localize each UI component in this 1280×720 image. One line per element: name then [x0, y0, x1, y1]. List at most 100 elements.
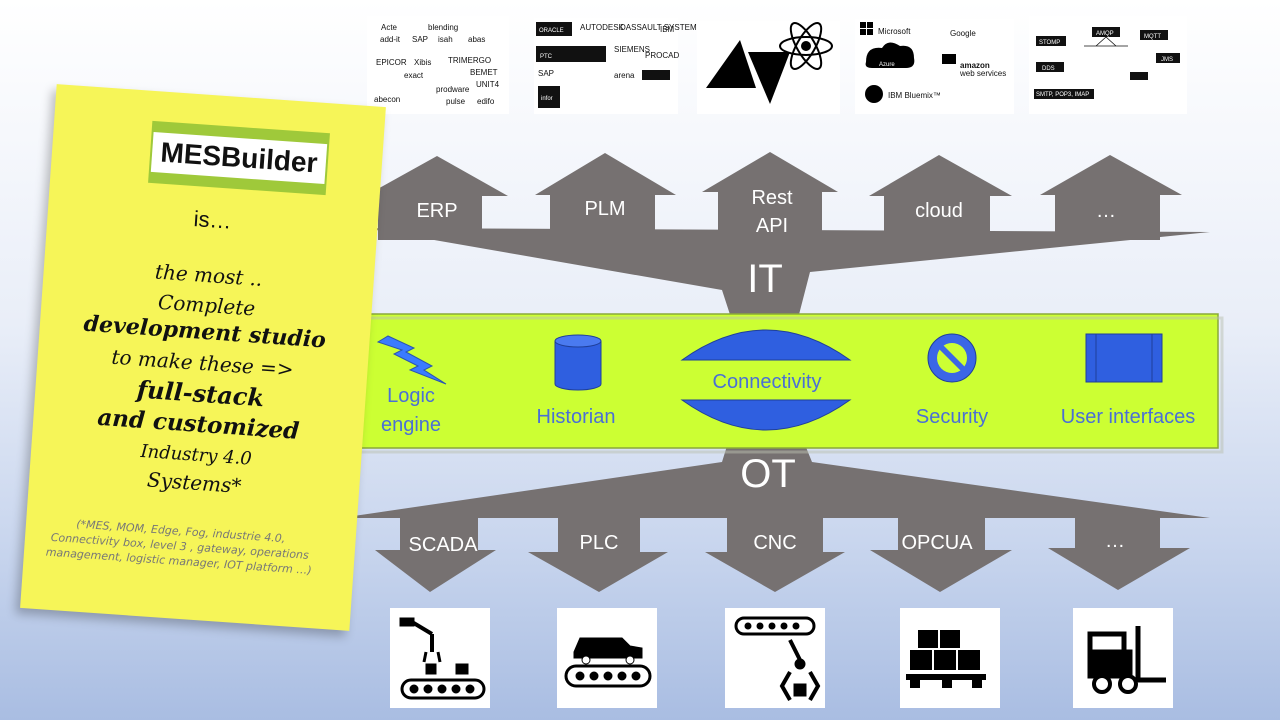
plm-oracle-box: [536, 22, 572, 36]
conveyor-gripper-icon: [734, 616, 821, 701]
cloud-logo-amazon: amazon: [960, 61, 990, 70]
arrow-down-opcua: [870, 516, 1012, 592]
device-car-tile: [557, 608, 657, 708]
arrow-label-cnc: CNC: [753, 532, 796, 554]
vue-icon: [748, 52, 790, 104]
arrow-label-erp: ERP: [416, 200, 457, 222]
ot-label: OT: [740, 452, 796, 496]
plm-logos-panel: ORACLE AUTODESK DASSAULT SYSTEMES IBM PT…: [534, 18, 707, 114]
sticky-note: MESBuilder is… the most .. Complete deve…: [20, 84, 386, 631]
mesbuilder-logo: MESBuilder: [148, 120, 330, 196]
device-robot-arm-tile: [390, 608, 490, 708]
erp-logo-prodware: prodware: [436, 85, 470, 94]
bluemix-icon: [865, 85, 883, 103]
connectivity-label: Connectivity: [713, 371, 822, 393]
erp-logo-bemet: BEMET: [470, 68, 498, 77]
plm-infor-box: [538, 86, 560, 108]
erp-logo-isah: isah: [438, 35, 453, 44]
erp-logo-abecon: abecon: [374, 95, 400, 104]
plm-logo-infor: infor: [541, 96, 553, 102]
arrow-label-plm: PLM: [584, 198, 625, 220]
note-footnote: (*MES, MOM, Edge, Fog, industrie 4.0, Co…: [45, 517, 313, 578]
arrow-label-scada: SCADA: [409, 534, 479, 556]
user-interfaces-label: User interfaces: [1061, 406, 1196, 428]
device-pallet-tile: [900, 608, 1000, 708]
arrow-label-plc: PLC: [580, 532, 619, 554]
brand-name: MESBuilder: [151, 132, 327, 185]
cloud-logo-bluemix: IBM Bluemix™: [888, 91, 941, 100]
arrow-up-erp: [365, 156, 508, 240]
cloud-logo-microsoft: Microsoft: [878, 27, 911, 36]
erp-logo-edifo: edifo: [477, 97, 495, 106]
window-icon: [1085, 333, 1163, 383]
ot-fan: [340, 420, 1210, 592]
arrow-up-rest: [702, 152, 838, 245]
arrow-label-rest-2: API: [756, 215, 788, 237]
no-entry-icon: [927, 333, 977, 383]
historian-label: Historian: [537, 406, 616, 428]
cloud-logo-google: Google: [950, 29, 976, 38]
note-is: is…: [192, 206, 233, 234]
plm-logo-siemens: SIEMENS: [614, 45, 650, 54]
plm-logo-autodesk: AUTODESK: [580, 23, 625, 32]
car-conveyor-icon: [564, 637, 652, 688]
erp-logo-unit4: UNIT4: [476, 80, 500, 89]
erp-logo-abas: abas: [468, 35, 485, 44]
plm-logo-black-bar: [642, 70, 670, 80]
plm-logo-arena: arena: [614, 71, 635, 80]
it-fan: [365, 152, 1210, 330]
rest-api-logos-panel: [697, 21, 840, 114]
angular-icon: [706, 40, 756, 88]
arrow-label-more-ot: …: [1105, 530, 1125, 552]
react-icon: [779, 22, 833, 70]
arrow-label-more-it: …: [1096, 200, 1116, 222]
erp-logo-epicor: EPICOR: [376, 58, 407, 67]
erp-logo-acte: Acte: [381, 23, 398, 32]
protocol-mqtt: MQTT: [1144, 34, 1161, 40]
cloud-logos-panel: Microsoft Google Azure amazon web servic…: [855, 19, 1014, 114]
lightning-icon: [376, 335, 447, 385]
erp-logo-addit: add-it: [380, 35, 401, 44]
logic-engine-label-2: engine: [381, 414, 441, 436]
plm-logo-ptc: PTC: [540, 54, 553, 60]
plm-ptc-box: [536, 46, 606, 62]
protocol-logos-panel: STOMP AMQP MQTT DDS JMS SMTP, POP3, IMAP: [1029, 16, 1187, 114]
database-cylinder-icon: [554, 334, 602, 391]
azure-cloud-icon: [865, 42, 915, 68]
ot-fan-shape: [340, 420, 1210, 518]
plm-logo-dassault: DASSAULT SYSTEMES: [620, 23, 707, 32]
protocol-dds: DDS: [1042, 66, 1055, 72]
arrow-down-plc: [528, 516, 668, 592]
cloud-logo-azure: Azure: [879, 62, 895, 68]
device-gripper-tile: [725, 608, 825, 708]
arrow-label-opcua: OPCUA: [901, 532, 973, 554]
arrow-label-rest-1: Rest: [751, 187, 793, 209]
erp-logos-panel: Acte blending add-it SAP isah abas EPICO…: [367, 16, 509, 114]
protocol-amqp: AMQP: [1096, 31, 1114, 37]
protocol-smtp: SMTP, POP3, IMAP: [1036, 92, 1089, 98]
device-forklift-tile: [1073, 608, 1173, 708]
security-label: Security: [916, 406, 988, 428]
connectivity-shape: [680, 329, 852, 431]
logic-engine-label-1: Logic: [387, 385, 435, 407]
arrow-down-more: [1048, 516, 1190, 590]
aws-cubes-icon: [942, 54, 956, 64]
arrow-up-more: [1040, 155, 1182, 240]
cloud-logo-aws-sub: web services: [959, 69, 1006, 78]
protocol-stomp: STOMP: [1039, 40, 1060, 46]
pallet-boxes-icon: [906, 630, 986, 688]
erp-logo-exact: exact: [404, 71, 424, 80]
arrow-up-cloud: [869, 155, 1012, 240]
erp-logo-blending: blending: [428, 23, 458, 32]
plm-logo-oracle: ORACLE: [539, 28, 564, 34]
plm-logo-procad: PROCAD: [645, 51, 679, 60]
erp-logo-xibis: Xibis: [414, 58, 431, 67]
robot-arm-conveyor-icon: [399, 617, 486, 700]
erp-logo-sap: SAP: [412, 35, 428, 44]
arrow-up-plm: [535, 153, 676, 238]
arrow-down-scada: [375, 516, 496, 592]
arrow-down-cnc: [705, 516, 845, 592]
plm-logo-sap: SAP: [538, 69, 554, 78]
it-fan-shape: [365, 228, 1210, 330]
